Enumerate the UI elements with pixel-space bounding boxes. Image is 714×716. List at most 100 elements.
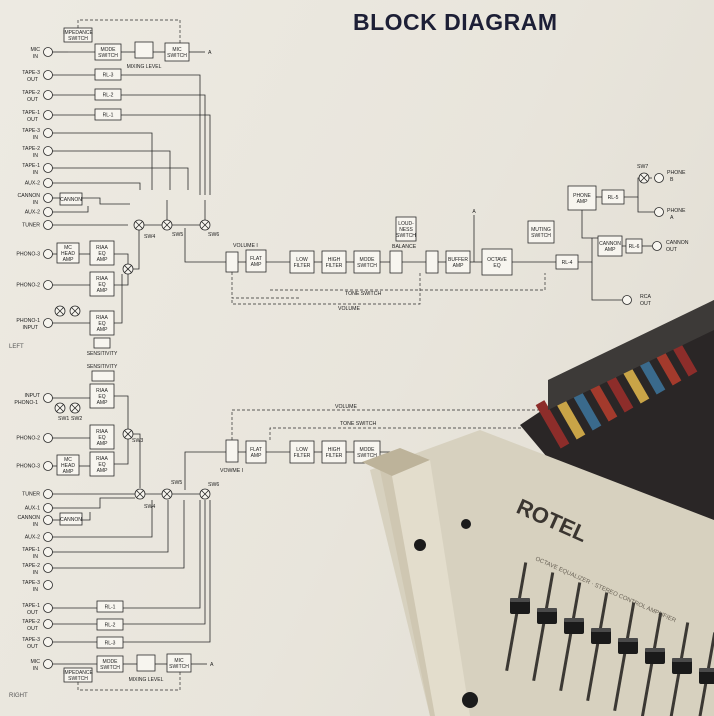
left-balance-pot	[389, 250, 403, 274]
signal-line	[52, 132, 153, 190]
right-rl3-label: RL-3	[105, 640, 116, 646]
signal-line	[114, 274, 123, 324]
right-riaa-eq-amp-2-label: EQ	[98, 435, 105, 441]
right-volume-control	[231, 409, 640, 440]
right-input-jack-0	[43, 393, 53, 403]
right-mode-switch-label: SWITCH	[100, 665, 120, 671]
left-mixing-level	[134, 41, 154, 59]
left-mc-head-amp-label: AMP	[63, 257, 75, 263]
slider-track	[532, 572, 555, 682]
signal-line	[52, 167, 189, 190]
left-mic-control-line	[77, 19, 181, 43]
left-input-jack-12	[43, 280, 53, 290]
left-sw4-mixer-x2	[135, 221, 143, 229]
left-input-6-label: TAPE-1	[22, 163, 40, 169]
left-phone-b-label: PHONE	[667, 170, 686, 176]
handle-bar	[392, 460, 470, 716]
left-mode-switch2-label: SWITCH	[357, 263, 377, 269]
right-mic-switch-label: SWITCH	[169, 664, 189, 670]
left-rca-out-label: RCA	[640, 294, 651, 300]
left-rca-out-label2: OUT	[640, 301, 652, 307]
right-input-jack-12	[43, 637, 53, 647]
left-rl6-label: RL-6	[629, 244, 640, 250]
right-input-2-label: PHONO-3	[16, 464, 40, 470]
handle-top	[362, 448, 430, 476]
right-input-13-label: MIC	[30, 659, 40, 665]
left-sw2-x2	[71, 307, 79, 315]
left-arrow-a2: A	[472, 209, 476, 215]
signal-line	[184, 451, 226, 490]
signal-line	[114, 274, 129, 286]
left-input-4-label2: IN	[33, 135, 38, 141]
right-input-13-label2: IN	[33, 666, 38, 672]
slider-track	[667, 622, 690, 716]
left-sw3-phono-mixer-x2	[124, 265, 132, 273]
right-rl3	[96, 636, 124, 649]
left-high-filter-label: FILTER	[326, 263, 343, 269]
left-volume-text: VOLUME	[338, 306, 360, 312]
right-input-4-label: AUX-1	[25, 506, 40, 512]
right-flat-amp-label: FLAT	[250, 447, 262, 453]
right-sw1-x2	[56, 404, 64, 412]
slider-knob-top	[510, 598, 530, 602]
left-muting-switch	[527, 220, 555, 244]
panel-knob-bottom	[462, 692, 478, 708]
left-rl3-label: RL-3	[103, 72, 114, 78]
right-mc-head-amp-label: MC	[64, 457, 72, 463]
left-input-jack-7	[43, 178, 53, 188]
left-flat-amp-label: AMP	[251, 262, 263, 268]
right-high-filter-label: HIGH	[328, 447, 341, 453]
signal-line	[52, 182, 141, 190]
right-input-8-label: TAPE-2	[22, 563, 40, 569]
signal-line	[121, 94, 206, 195]
left-mc-head-amp-label: HEAD	[61, 251, 75, 257]
right-sw2-label: SW2	[71, 416, 82, 422]
slider-knob-top	[618, 638, 638, 642]
left-section-label: LEFT	[9, 344, 24, 350]
slider-knob-top	[591, 628, 611, 632]
left-input-1-label2: OUT	[27, 77, 39, 83]
left-balance-label: BALANCE	[392, 244, 417, 250]
left-arrow-a: A	[208, 50, 212, 56]
left-input-3-label: TAPE-1	[22, 110, 40, 116]
signal-line	[52, 150, 171, 190]
right-mic-switch	[166, 653, 192, 673]
right-flat-amp-label: AMP	[251, 453, 263, 459]
signal-line	[52, 500, 153, 538]
right-input-12-label2: OUT	[27, 644, 39, 650]
right-sw4: SW4	[144, 504, 155, 510]
slider-track	[613, 602, 636, 712]
right-mc-head-amp	[56, 454, 80, 476]
left-input-jack-4	[43, 128, 53, 138]
left-phone-a	[654, 207, 664, 217]
left-mixing-level-label: MIXING LEVEL	[127, 64, 162, 70]
signal-line	[591, 262, 622, 301]
left-high-filter-label: HIGH	[328, 257, 341, 263]
right-low-filter-label: FILTER	[294, 453, 311, 459]
slider-knob-top	[645, 648, 665, 652]
slider-knob-top	[699, 668, 714, 672]
signal-line	[52, 497, 135, 509]
right-input-9-label2: IN	[33, 587, 38, 593]
right-mc-head-amp-label: HEAD	[61, 463, 75, 469]
left-cannon-label: CANNON	[60, 197, 82, 203]
left-volume-label: VOLUME I	[233, 243, 258, 249]
left-octave-eq-label: OCTAVE	[487, 257, 507, 263]
left-input-10-label: TUNER	[22, 223, 40, 229]
right-input-jack-9	[43, 580, 53, 590]
signal-line	[114, 253, 129, 264]
left-input-13-label2: INPUT	[22, 325, 38, 331]
left-rl3	[94, 68, 122, 81]
right-input-9-label: TAPE-3	[22, 580, 40, 586]
right-input-jack-4	[43, 503, 53, 513]
right-rl1	[96, 600, 124, 613]
right-sw3-phono-mixer-x2	[124, 430, 132, 438]
panel-jack	[414, 539, 426, 551]
signal-line	[133, 230, 140, 270]
left-input-5-label: TAPE-2	[22, 146, 40, 152]
left-rl1	[94, 108, 122, 121]
left-octave-eq-label: EQ	[493, 263, 500, 269]
left-loudness-pot	[425, 250, 439, 274]
left-mode-switch-label: MODE	[101, 47, 117, 53]
